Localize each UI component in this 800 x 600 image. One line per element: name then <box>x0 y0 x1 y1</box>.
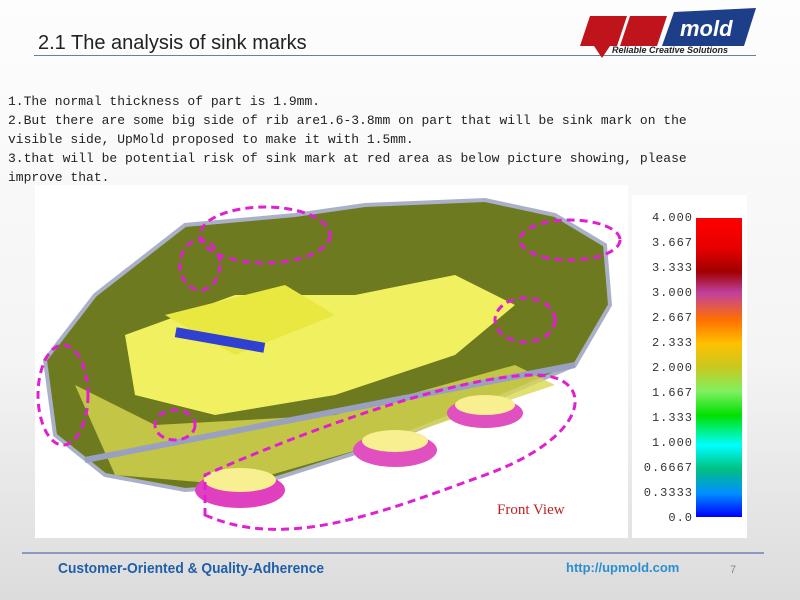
legend-tick: 0.3333 <box>643 486 693 500</box>
svg-text:mold: mold <box>680 16 733 41</box>
upmold-logo: mold Reliable Creative Solutions <box>580 8 756 58</box>
legend-tick: 0.0 <box>668 511 693 525</box>
legend-tick: 1.333 <box>651 411 693 425</box>
slide-title: 2.1 The analysis of sink marks <box>38 32 307 54</box>
sink-mark-analysis-image: Front View <box>35 185 628 538</box>
footer-slogan: Customer-Oriented & Quality-Adherence <box>58 560 325 577</box>
body-text: 1.The normal thickness of part is 1.9mm.… <box>8 92 708 187</box>
legend-tick: 3.667 <box>651 236 693 250</box>
legend-tick: 3.000 <box>651 286 693 300</box>
legend-tick: 1.000 <box>651 436 693 450</box>
front-view-label: Front View <box>497 502 565 518</box>
footer-divider <box>22 552 764 554</box>
legend-tick: 2.000 <box>651 361 693 375</box>
body-line: 3.that will be potential risk of sink ma… <box>8 151 687 166</box>
legend-tick: 0.6667 <box>643 461 693 475</box>
body-line: 2.But there are some big side of rib are… <box>8 113 687 128</box>
body-line: improve that. <box>8 170 110 185</box>
thickness-color-legend: 4.000 3.667 3.333 3.000 2.667 2.333 2.00… <box>632 195 747 538</box>
footer-url-link[interactable]: http://upmold.com <box>566 560 680 575</box>
legend-tick: 4.000 <box>651 211 693 225</box>
legend-color-bar <box>696 218 742 517</box>
body-line: 1.The normal thickness of part is 1.9mm. <box>8 94 321 109</box>
legend-tick: 2.667 <box>651 311 693 325</box>
title-divider <box>34 55 756 56</box>
body-line: visible side, UpMold proposed to make it… <box>8 132 414 147</box>
legend-tick: 3.333 <box>651 261 693 275</box>
legend-tick: 1.667 <box>651 386 693 400</box>
legend-tick: 2.333 <box>651 336 693 350</box>
part-render <box>36 197 622 531</box>
page-number: 7 <box>730 564 737 576</box>
svg-text:Reliable Creative Solutions: Reliable Creative Solutions <box>612 45 728 55</box>
